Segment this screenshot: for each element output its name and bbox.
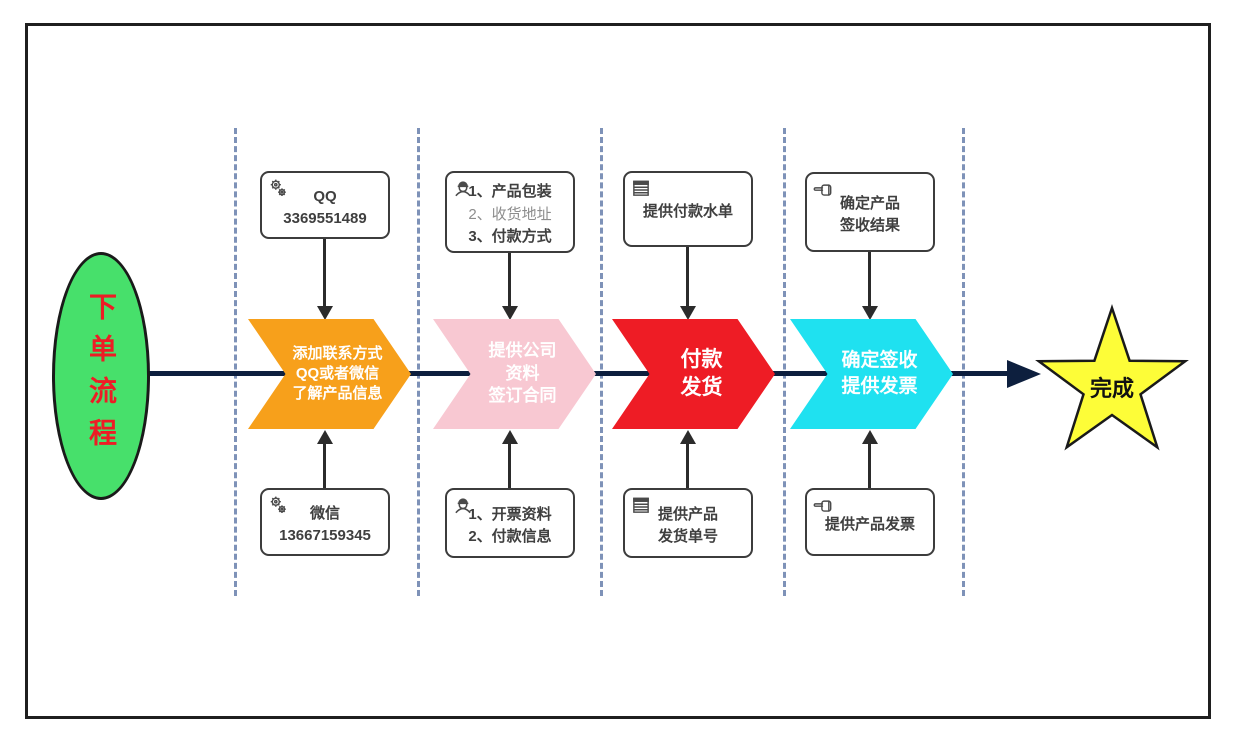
note-line: 1、产品包装 bbox=[468, 183, 552, 201]
note-line: 微信 bbox=[309, 504, 340, 522]
start-node-ellipse: 下单流程 bbox=[52, 252, 150, 500]
flow-arrowhead-icon bbox=[1007, 360, 1041, 388]
arrow-up-icon bbox=[317, 430, 333, 444]
connector-line bbox=[686, 247, 689, 306]
note-line: 确定产品 bbox=[839, 194, 900, 212]
stage-chevron-contact: 添加联系方式 QQ或者微信 了解产品信息 bbox=[248, 319, 411, 429]
pointing-hand-icon bbox=[812, 178, 834, 200]
note-line: 3、付款方式 bbox=[468, 228, 552, 246]
gears-icon bbox=[267, 494, 289, 516]
ledger-icon bbox=[630, 494, 652, 516]
note-line: QQ bbox=[313, 187, 337, 205]
note-line: 2、付款信息 bbox=[468, 528, 552, 545]
connector-line bbox=[323, 239, 326, 306]
connector-line bbox=[508, 253, 511, 306]
note-box-qq: QQ 3369551489 bbox=[260, 171, 390, 239]
gears-icon bbox=[267, 177, 289, 199]
note-box-company-requirements: 1、产品包装 2、收货地址 3、付款方式 bbox=[445, 171, 575, 253]
note-line: 签收结果 bbox=[839, 217, 900, 234]
note-line: 提供产品 bbox=[657, 505, 718, 523]
lane-divider bbox=[962, 128, 965, 596]
arrow-down-icon bbox=[862, 306, 878, 320]
note-box-receipt-result: 确定产品 签收结果 bbox=[805, 172, 935, 252]
note-box-invoice-info: 1、开票资料 2、付款信息 bbox=[445, 488, 575, 558]
stage-label-line: 提供发票 bbox=[841, 376, 918, 397]
start-node-label: 下单流程 bbox=[86, 292, 117, 460]
connector-line bbox=[868, 443, 871, 488]
note-line: 发货单号 bbox=[657, 528, 718, 545]
stage-label-line: 资料 bbox=[505, 363, 540, 383]
note-box-shipping-number: 提供产品 发货单号 bbox=[623, 488, 753, 558]
note-box-wechat: 微信 13667159345 bbox=[260, 488, 390, 556]
connector-line bbox=[868, 252, 871, 306]
note-line: 3369551489 bbox=[283, 210, 367, 227]
arrow-down-icon bbox=[502, 306, 518, 320]
stage-label-line: 添加联系方式 bbox=[292, 344, 383, 362]
lane-divider bbox=[783, 128, 786, 596]
connector-line bbox=[323, 443, 326, 488]
finish-star bbox=[1030, 303, 1194, 467]
connector-line bbox=[508, 443, 511, 488]
stage-label-line: 提供公司 bbox=[488, 340, 557, 360]
note-line: 13667159345 bbox=[279, 527, 371, 544]
worker-icon bbox=[452, 494, 474, 516]
lane-divider bbox=[234, 128, 237, 596]
note-box-payment-slip: 提供付款水单 bbox=[623, 171, 753, 247]
arrow-down-icon bbox=[317, 306, 333, 320]
stage-label-line: QQ或者微信 bbox=[295, 364, 380, 382]
stage-label-line: 确定签收 bbox=[841, 350, 918, 372]
stage-label-line: 了解产品信息 bbox=[292, 385, 383, 403]
note-line: 提供产品发票 bbox=[824, 515, 915, 533]
finish-label: 完成 bbox=[1089, 376, 1134, 401]
arrow-up-icon bbox=[502, 430, 518, 444]
pointing-hand-icon bbox=[812, 494, 834, 516]
connector-line bbox=[686, 443, 689, 488]
arrow-up-icon bbox=[862, 430, 878, 444]
stage-label-line: 签订合同 bbox=[488, 386, 557, 406]
note-line: 2、收货地址 bbox=[468, 205, 552, 223]
arrow-up-icon bbox=[680, 430, 696, 444]
ledger-icon bbox=[630, 177, 652, 199]
note-line: 提供付款水单 bbox=[642, 202, 733, 220]
worker-icon bbox=[452, 177, 474, 199]
note-line: 1、开票资料 bbox=[468, 505, 552, 523]
lane-divider bbox=[600, 128, 603, 596]
stage-label-line: 发货 bbox=[680, 376, 723, 399]
lane-divider bbox=[417, 128, 420, 596]
arrow-down-icon bbox=[680, 306, 696, 320]
stage-label-line: 付款 bbox=[680, 347, 723, 371]
note-box-product-invoice: 提供产品发票 bbox=[805, 488, 935, 556]
